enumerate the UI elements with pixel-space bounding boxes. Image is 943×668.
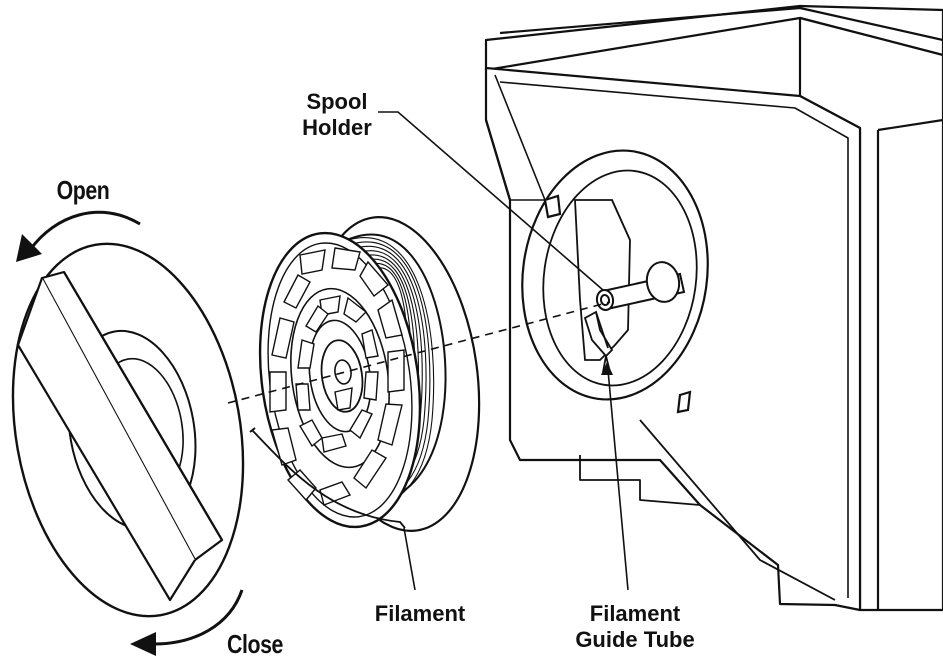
filament-guide-tube-label: Filament Guide Tube [560, 601, 710, 653]
leader-lines [378, 111, 629, 591]
filament-label: Filament [374, 601, 466, 626]
spool-holder-label-line2: Holder [302, 115, 372, 140]
open-arrow [27, 210, 141, 255]
spool-holder-axle [595, 261, 686, 311]
spool-cap [11, 242, 245, 618]
open-label: Open [56, 175, 110, 205]
close-label: Close [226, 629, 284, 659]
close-arrowhead-icon [130, 632, 156, 656]
filament-spool [249, 216, 481, 532]
filament-guide-tube-label-line1: Filament [589, 601, 681, 626]
open-arrowhead-icon [16, 234, 42, 262]
close-arrow [149, 589, 244, 646]
spool-holder-label: Spool Holder [292, 89, 382, 141]
spool-holder-label-line1: Spool [306, 89, 368, 114]
alignment-dashed-line [227, 301, 611, 404]
guide-tube-arrow-icon [601, 362, 613, 375]
filament-guide-tube-label-line2: Guide Tube [575, 627, 695, 652]
